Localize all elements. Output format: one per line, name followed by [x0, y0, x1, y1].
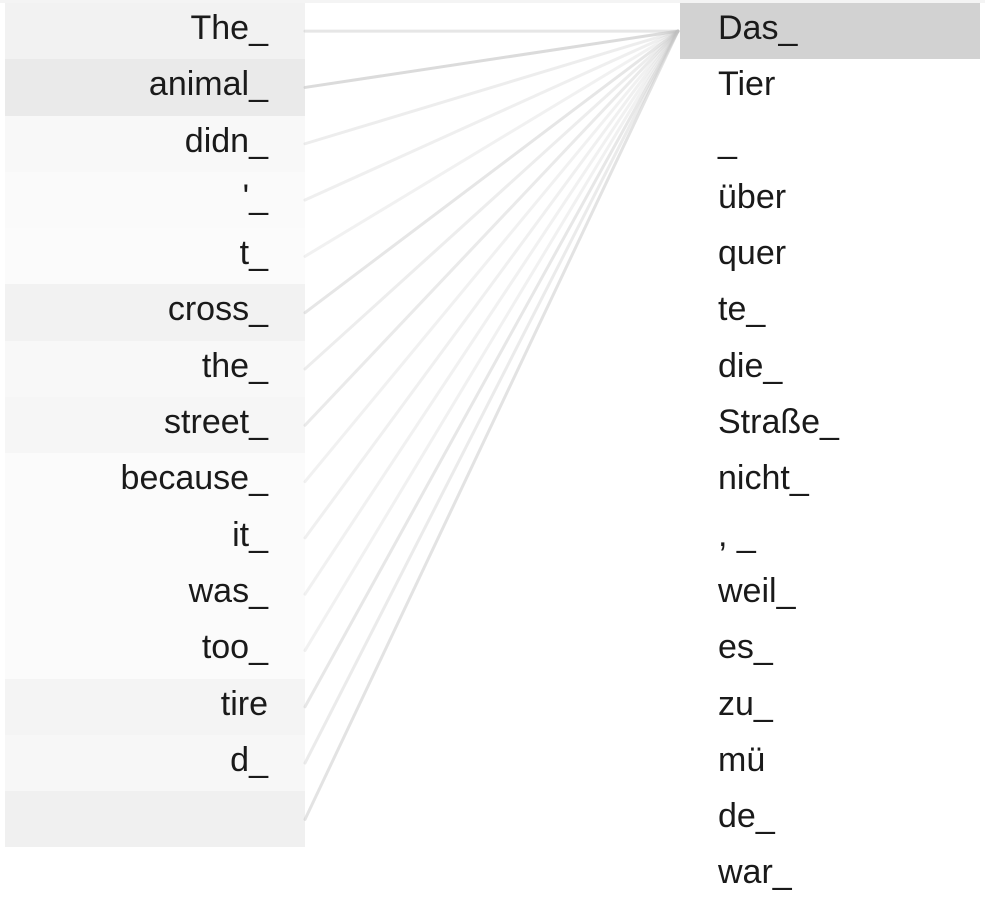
- attention-link: [303, 29, 680, 258]
- attention-link: [303, 29, 680, 89]
- target-token[interactable]: über: [718, 177, 787, 216]
- target-token[interactable]: Straße_: [718, 403, 839, 442]
- attention-link: [303, 29, 680, 427]
- target-token[interactable]: _: [718, 121, 737, 160]
- source-token[interactable]: the_: [5, 340, 305, 398]
- attention-link: [303, 29, 680, 765]
- attention-link: [303, 29, 680, 540]
- source-token[interactable]: cross_: [5, 284, 305, 341]
- top-divider: [0, 0, 985, 3]
- source-token[interactable]: t_: [5, 228, 305, 285]
- target-token[interactable]: weil_: [718, 571, 796, 610]
- target-token[interactable]: die_: [718, 346, 783, 385]
- attention-link: [303, 29, 680, 652]
- source-token-column: The_animal_didn_'_t_cross_the_street_bec…: [5, 3, 305, 848]
- source-token[interactable]: '_: [5, 171, 305, 229]
- target-token[interactable]: te_: [718, 290, 766, 329]
- attention-link: [303, 29, 680, 315]
- attention-link: [303, 29, 680, 596]
- target-token-column: Das_ Tier _ über quer te_ die_ Straße_ nicht_ , _…: [680, 3, 980, 904]
- attention-link: [303, 29, 680, 202]
- source-token[interactable]: was_: [5, 565, 305, 623]
- source-token[interactable]: [5, 791, 305, 848]
- attention-link: [303, 29, 680, 371]
- source-token[interactable]: too_: [5, 622, 305, 679]
- source-token[interactable]: The_: [5, 3, 305, 60]
- target-token[interactable]: zu_: [718, 684, 773, 723]
- source-token[interactable]: didn_: [5, 115, 305, 172]
- source-token[interactable]: street_: [5, 397, 305, 454]
- source-token[interactable]: it_: [5, 509, 305, 566]
- source-token[interactable]: d_: [5, 734, 305, 792]
- attention-link: [303, 29, 680, 146]
- attention-link: [303, 29, 680, 821]
- target-token[interactable]: Tier: [718, 65, 776, 104]
- target-token[interactable]: nicht_: [718, 459, 809, 498]
- target-token[interactable]: quer: [718, 234, 787, 273]
- target-token-selected[interactable]: Das_: [680, 3, 980, 60]
- target-token[interactable]: , _: [718, 515, 756, 554]
- source-token[interactable]: because_: [5, 453, 305, 510]
- attention-link: [303, 29, 680, 484]
- source-token[interactable]: tire: [5, 678, 305, 735]
- target-token[interactable]: mü: [718, 740, 766, 779]
- target-token[interactable]: war_: [718, 853, 792, 892]
- target-token[interactable]: es_: [718, 628, 773, 667]
- attention-link: [303, 29, 680, 709]
- target-token[interactable]: de_: [718, 797, 775, 836]
- source-token[interactable]: animal_: [5, 59, 305, 116]
